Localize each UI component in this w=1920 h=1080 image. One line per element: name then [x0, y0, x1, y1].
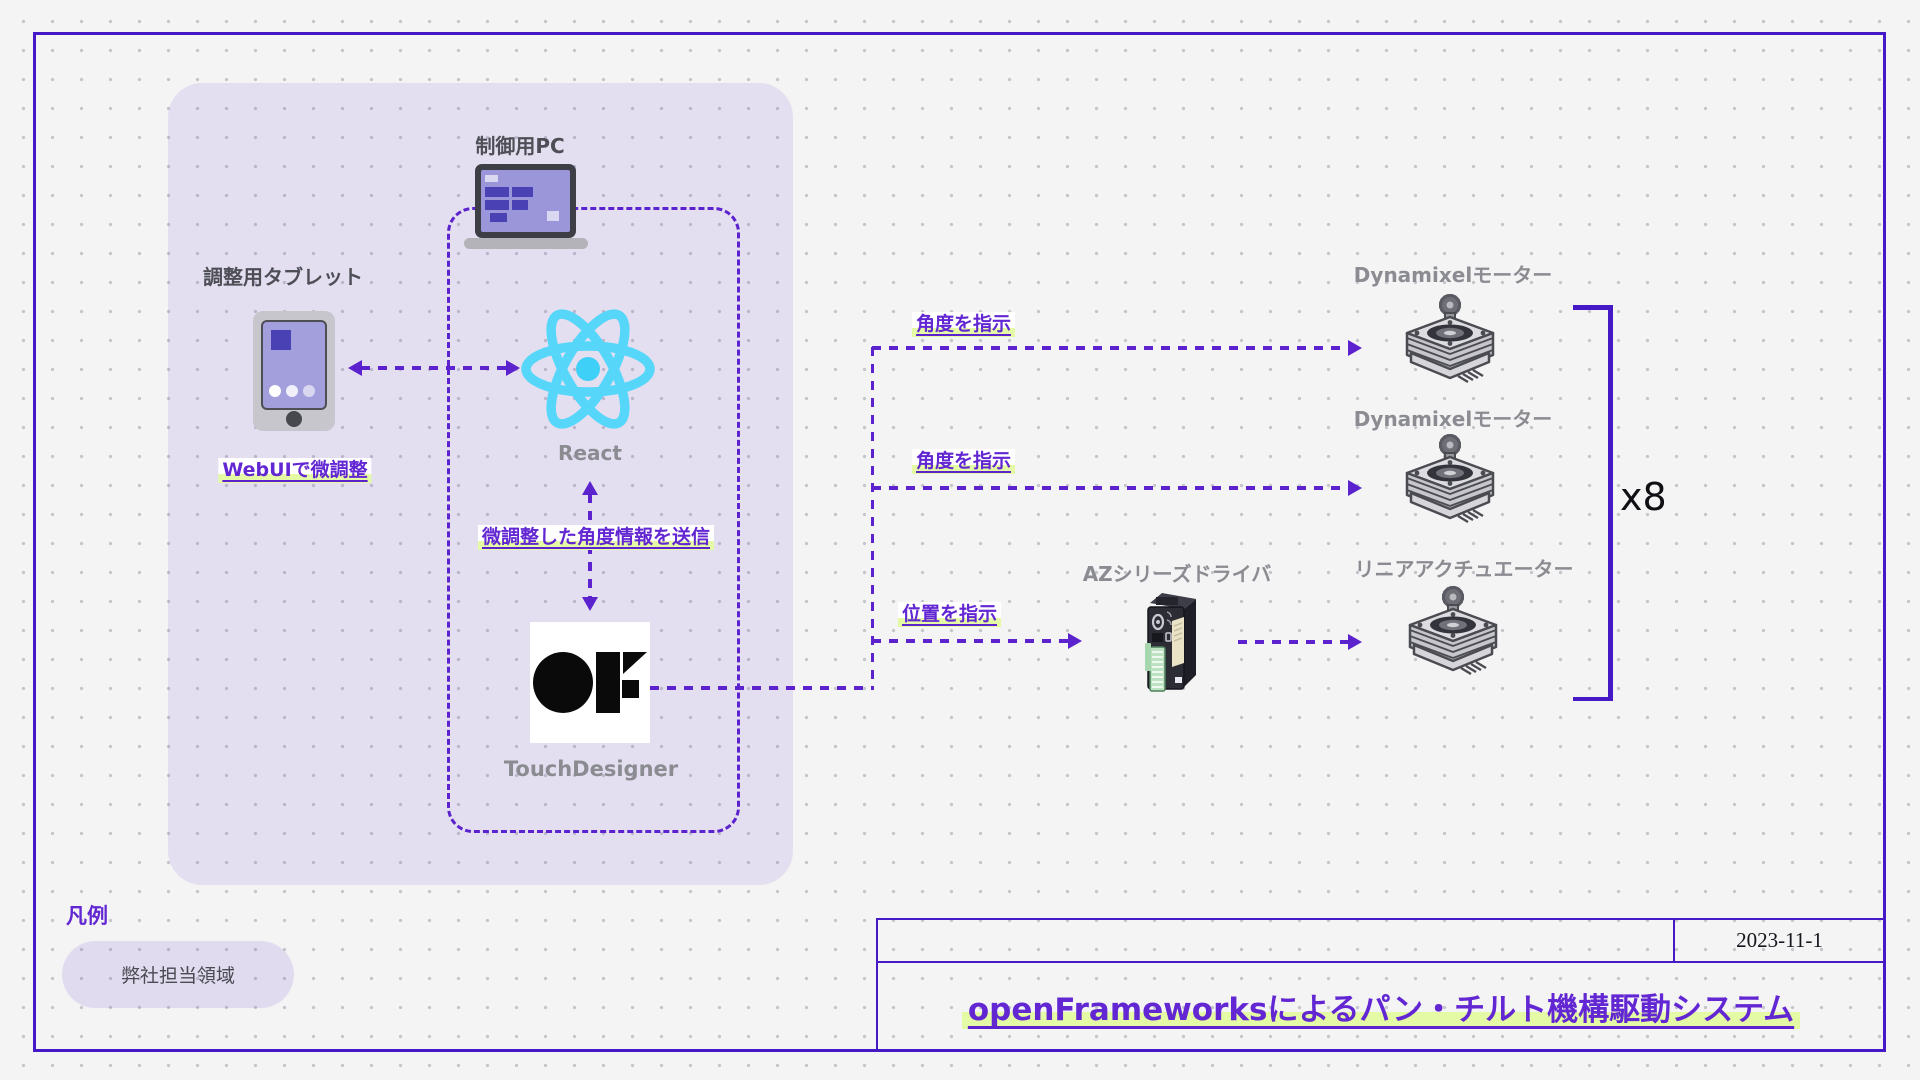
webui-note: WebUIで微調整 — [218, 458, 372, 483]
trunk-vertical-line — [870, 347, 874, 688]
angle-arrow-motor2 — [872, 480, 1362, 496]
touchdesigner-label: TouchDesigner — [503, 757, 679, 781]
motor2-label: Dynamixelモーター — [1353, 407, 1553, 431]
react-logo-icon — [521, 309, 655, 429]
driver-label: AZシリーズドライバ — [1082, 562, 1272, 586]
diagram-title: openFrameworksによるパン・チルト機構駆動システム — [961, 984, 1801, 1029]
position-arrow-driver — [872, 633, 1082, 649]
actuator-label: リニアアクチュエーター — [1354, 557, 1574, 581]
title-block: 2023-11-1 openFrameworksによるパン・チルト機構駆動システ… — [876, 918, 1886, 1052]
title-block-empty-cell — [878, 920, 1673, 961]
driver-actuator-arrow — [1238, 634, 1362, 650]
group-bracket-top — [1573, 305, 1612, 310]
laptop-icon — [464, 161, 588, 251]
react-label: React — [558, 441, 622, 465]
date-cell: 2023-11-1 — [1673, 920, 1884, 961]
position-label: 位置を指示 — [898, 602, 1002, 627]
az-driver-icon — [1142, 589, 1202, 699]
legend-heading: 凡例 — [66, 904, 108, 928]
tablet-label: 調整用タブレット — [203, 265, 363, 289]
openframeworks-logo-icon — [530, 622, 650, 743]
group-bracket — [1608, 305, 1613, 701]
control-pc-dashed-group — [447, 207, 740, 833]
motor2-icon — [1402, 432, 1498, 536]
actuator-motor-icon — [1405, 584, 1501, 688]
motor1-label: Dynamixelモーター — [1353, 263, 1553, 287]
legend-company-area: 弊社担当領域 — [62, 941, 294, 1008]
motor1-icon — [1402, 292, 1498, 396]
group-bracket-bottom — [1573, 696, 1612, 701]
td-trunk-line — [650, 686, 874, 690]
multiplier-label: x8 — [1620, 475, 1667, 519]
tablet-icon — [253, 311, 335, 431]
angle-label-1: 角度を指示 — [912, 312, 1016, 337]
tablet-react-arrow — [348, 360, 520, 376]
react-td-note: 微調整した角度情報を送信 — [477, 525, 715, 550]
control-pc-label: 制御用PC — [475, 134, 565, 158]
angle-arrow-motor1 — [872, 340, 1362, 356]
angle-label-2: 角度を指示 — [912, 449, 1016, 474]
legend-company-area-label: 弊社担当領域 — [120, 965, 235, 987]
